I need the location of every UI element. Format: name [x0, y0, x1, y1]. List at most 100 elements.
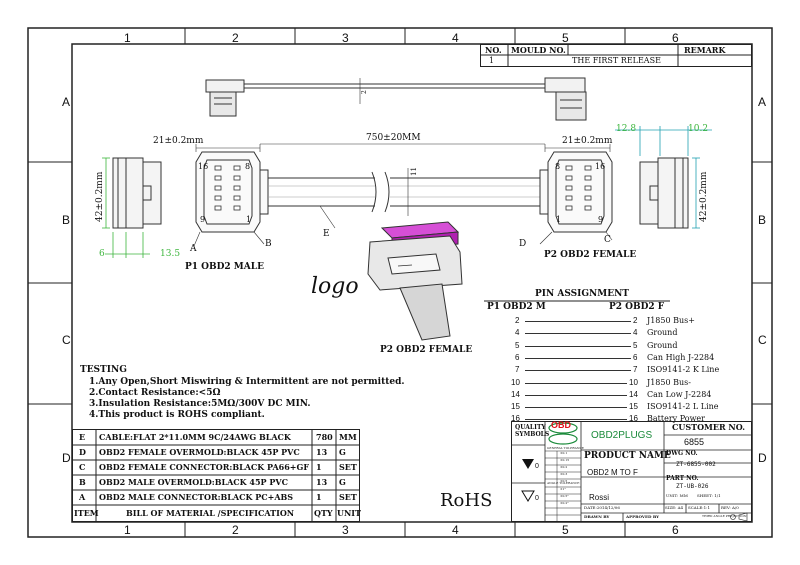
pin-wire [525, 321, 631, 322]
projection-label: THIRD ANGLE PROJECTION [702, 514, 747, 518]
angle-tolerance-title: ANGLE TOLERANCE [547, 481, 580, 485]
grid-row-label: A [62, 95, 71, 109]
pin-p2: 16 [629, 414, 638, 424]
drawn-by-name: Rossi [589, 493, 610, 502]
p2-connector-3d [367, 221, 463, 341]
product-name-value: OBD2 M TO F [587, 468, 638, 477]
grid-col-label: 2 [232, 31, 239, 45]
left-width-dim-2: 13.5 [160, 249, 181, 259]
p2-pin-9: 9 [598, 215, 604, 224]
pin-signal: Battery Power [647, 414, 705, 424]
general-tolerance-title: GENERAL TOLERANCE [547, 446, 584, 450]
sheet-label: SHEET: 1/1 [697, 493, 721, 498]
bom-table [72, 429, 360, 522]
grid-col-label: 3 [342, 31, 349, 45]
quality-symbol-2: 0 [535, 495, 539, 502]
drawn-by-label: DRAWN BY [584, 514, 610, 519]
date-label: DATE:2014/12/06 [584, 505, 620, 510]
bom-unit: SET [339, 462, 357, 472]
cable-width-dim: 11 [410, 167, 418, 176]
part-no-label: PART NO. [666, 475, 699, 482]
grid-row-label: D [758, 451, 767, 465]
obd-logo [548, 422, 578, 445]
testing-title: TESTING [80, 365, 127, 375]
p2-point-d: D [519, 239, 527, 249]
pin-signal: ISO9141-2 L Line [647, 402, 719, 412]
testing-item: 1.Any Open,Short Miswiring & Intermitten… [89, 377, 405, 387]
grid-row-label: C [758, 333, 767, 347]
bom-item: B [79, 477, 86, 487]
pin-wire [525, 382, 627, 384]
pin-p2: 6 [633, 352, 638, 362]
tolerance-value: ±0.2 [560, 465, 568, 469]
bom-qty: 780 [316, 432, 333, 442]
scale-label: SCALE:1:1 [688, 505, 711, 510]
side-view [205, 77, 587, 121]
p1-connector-face [195, 151, 269, 233]
pin-signal: Ground [647, 328, 678, 338]
bom-header-qty: QTY [314, 508, 333, 518]
size-label: SIZE: A4 [665, 505, 684, 510]
pin-p2: 7 [633, 365, 638, 375]
p2-point-c: C [604, 235, 611, 245]
bom-item: E [79, 432, 86, 442]
total-length-dim: 750±20MM [366, 133, 421, 143]
pin-wire [525, 370, 631, 372]
left-width-dim-1: 6 [99, 249, 105, 259]
pin-p2: 5 [633, 340, 638, 350]
pin-signal: J1850 Bus- [647, 377, 691, 387]
bom-spec: OBD2 FEMALE OVERMOLD:BLACK 45P PVC [99, 447, 300, 457]
p2-label: P2 OBD2 FEMALE [544, 250, 637, 260]
pin-col-p1: P1 OBD2 M [487, 302, 546, 312]
dwg-no-value: ZT-6855-002 [676, 461, 716, 468]
grid-row-label: A [758, 95, 767, 109]
bom-item: A [79, 492, 86, 502]
left-height-dim: 42±0.2mm [95, 171, 105, 222]
company-name: OBD2PLUGS [591, 430, 653, 441]
rev-no-value: 1 [489, 56, 495, 65]
pin-wire [525, 394, 627, 396]
pin-p1: 10 [511, 377, 520, 387]
pin-p2: 14 [629, 389, 638, 399]
bom-unit: MM [339, 432, 357, 442]
bom-spec: OBD2 FEMALE CONNECTOR:BLACK PA66+GF [99, 462, 310, 472]
grid-row-label: C [62, 333, 71, 347]
p2-pin-16: 16 [595, 162, 606, 171]
grid-col-label: 4 [452, 523, 459, 537]
pin-p1: 2 [515, 316, 520, 325]
pin-wire [525, 345, 631, 347]
bom-qty: 13 [316, 477, 328, 487]
left-length-dim: 21±0.2mm [153, 136, 204, 146]
pin-signal: J1850 Bus+ [647, 316, 695, 325]
pin-title-rule [484, 300, 670, 302]
right-length-dim: 21±0.2mm [562, 136, 613, 146]
title-block [511, 421, 752, 522]
bom-spec: OBD2 MALE CONNECTOR:BLACK PC+ABS [99, 492, 294, 502]
pin-wire [525, 357, 631, 359]
pin-p1: 7 [515, 365, 520, 375]
pin-wire [525, 333, 631, 335]
p2-pin-1: 1 [556, 215, 562, 224]
p1-pin-16: 16 [198, 162, 209, 171]
product-name-label: PRODUCT NAME [584, 451, 671, 461]
dwg-no-label: DWG NO. [666, 450, 698, 457]
grid-col-label: 2 [232, 523, 239, 537]
grid-col-label: 1 [124, 523, 131, 537]
rev-mould-header: MOULD NO. [511, 45, 566, 55]
right-width-dim-2: 10.2 [688, 124, 709, 134]
grid-col-label: 6 [672, 523, 679, 537]
grid-col-label: 5 [562, 31, 569, 45]
approved-by-label: APPROVED BY [626, 514, 660, 519]
pin-p2: 4 [633, 328, 638, 338]
pin-p2: 15 [629, 402, 638, 412]
tolerance-value: ±0.15 [560, 458, 570, 462]
p1-pin-1: 1 [246, 215, 252, 224]
grid-row-label: D [62, 451, 71, 465]
p2-pin-8: 8 [555, 162, 561, 171]
angle-tolerance-value: ±0.2° [560, 501, 569, 505]
bom-unit: G [339, 477, 346, 487]
bom-item: C [79, 462, 86, 472]
angle-tolerance-value: ±0.5° [560, 494, 569, 498]
